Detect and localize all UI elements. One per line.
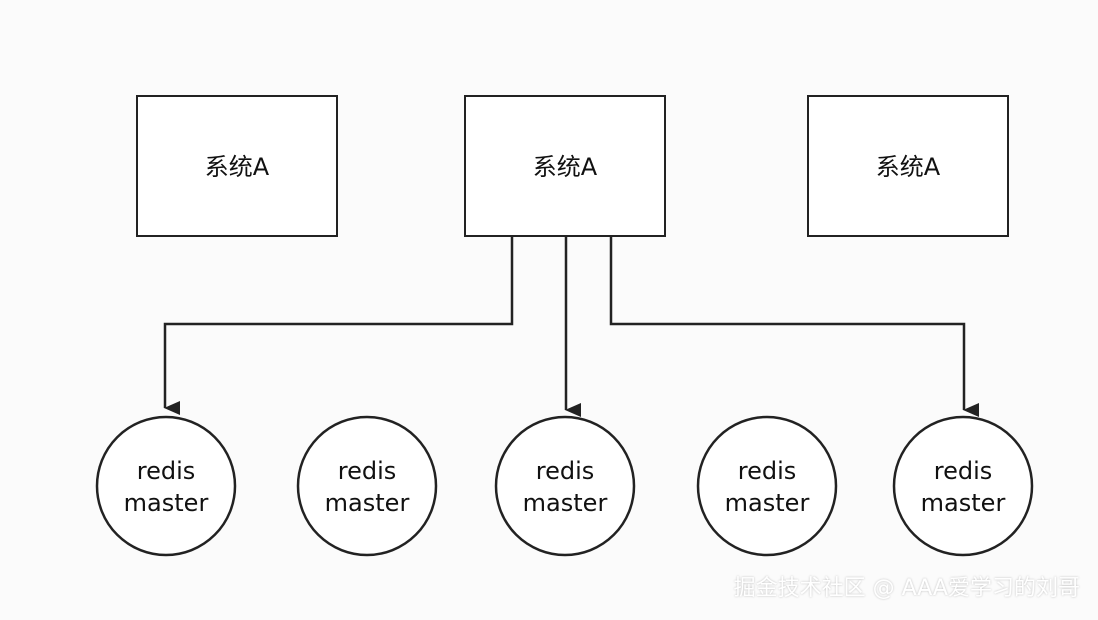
redis-node-2: redis master bbox=[296, 415, 438, 557]
redis-node-4: redis master bbox=[696, 415, 838, 557]
redis-node-1-line2: master bbox=[124, 489, 209, 517]
watermark-text: 掘金技术社区 @ AAA爱学习的刘哥 bbox=[733, 576, 1080, 601]
system-box-1-label: 系统A bbox=[205, 153, 270, 181]
redis-node-5: redis master bbox=[892, 415, 1034, 557]
redis-node-3-line2: master bbox=[523, 489, 608, 517]
connector-system2-to-redis1 bbox=[163, 236, 514, 415]
connector-system2-to-redis5 bbox=[609, 236, 979, 417]
redis-node-2-line1: redis bbox=[338, 457, 397, 485]
redis-node-4-line2: master bbox=[725, 489, 810, 517]
redis-node-3-line1: redis bbox=[536, 457, 595, 485]
redis-node-2-line2: master bbox=[325, 489, 410, 517]
redis-node-5-line2: master bbox=[921, 489, 1006, 517]
redis-node-5-line1: redis bbox=[934, 457, 993, 485]
system-box-2: 系统A bbox=[464, 95, 666, 237]
system-box-1: 系统A bbox=[136, 95, 338, 237]
system-box-2-label: 系统A bbox=[533, 153, 598, 181]
system-box-3-label: 系统A bbox=[876, 153, 941, 181]
system-box-3: 系统A bbox=[807, 95, 1009, 237]
redis-node-3: redis master bbox=[494, 415, 636, 557]
redis-node-1-line1: redis bbox=[137, 457, 196, 485]
redis-node-1: redis master bbox=[95, 415, 237, 557]
redis-node-4-line1: redis bbox=[738, 457, 797, 485]
